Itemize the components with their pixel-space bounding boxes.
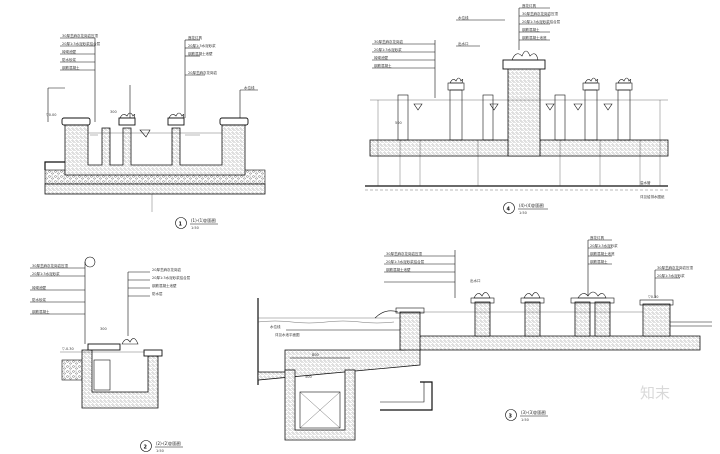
callout-1-1-5: 钢筋混凝土 (62, 65, 80, 70)
section-title-4: (4)-(4)剖面图 (519, 202, 544, 208)
right-callout-3-2: 20厚1:3水泥砂浆 (657, 273, 685, 278)
section-scale-2: 1:50 (156, 449, 164, 453)
callout-2-2-r4: 防水层 (152, 291, 163, 296)
note-3-3-5: 出水口 (470, 278, 481, 283)
section-number-1: 1 (179, 222, 183, 228)
section-title-3: (3)-(3)剖面图 (521, 409, 546, 415)
dim-2-2: 300 (100, 327, 107, 331)
section-scale-1: 1:50 (191, 226, 199, 230)
right-note-4-2: 详见给排水图纸 (640, 194, 665, 199)
callout-3-3-1: 30厚芝麻灰花岗岩压顶 (386, 251, 422, 256)
callout-2-2-3: 砖砌池壁 (32, 285, 46, 290)
top-callout-4-3: 20厚1:3水泥砂浆结合层 (522, 19, 561, 24)
top-callout-4-1: 莲花灯具 (522, 3, 536, 8)
section-number-3: 3 (509, 414, 513, 420)
callout-2-2-r1: 20厚芝麻灰花岗岩 (152, 267, 181, 272)
section-title-1: (1)-(1)剖面图 (191, 217, 216, 223)
sump-pit (284, 369, 356, 441)
right-callout-3-1: 30厚芝麻灰花岗岩压顶 (657, 265, 693, 270)
top-callout-4-4: 钢筋混凝土 (522, 27, 540, 32)
section-marker-2 (140, 440, 152, 452)
callout-4-4-4: 钢筋混凝土 (374, 63, 392, 68)
section-2-2: 30厚芝麻灰花岗岩压顶 20厚1:3水泥砂浆 砖砌池壁 防水砂浆 钢筋混凝土 2… (30, 256, 191, 453)
top-callout-4-2: 30厚芝麻灰花岗岩压顶 (522, 11, 558, 16)
section-3-3: 30厚芝麻灰花岗岩压顶 20厚1:3水泥砂浆结合层 钢筋混凝土池壁 莲花灯具 2… (257, 235, 712, 441)
central-column (507, 67, 541, 157)
callout-2-2-r2: 20厚1:3水泥砂浆结合层 (152, 275, 191, 280)
note-3-3-4: 500 (305, 375, 312, 379)
section-number-4: 4 (507, 207, 511, 213)
section-title-2: (2)-(2)剖面图 (156, 440, 181, 446)
note-3-3-1: 水位线 (270, 324, 281, 329)
section-number-2: 2 (144, 445, 148, 451)
top-callout-4-5: 钢筋混凝土池底 (522, 35, 547, 40)
callout-1-1-2: 20厚1:3水泥砂浆结合层 (62, 41, 101, 46)
section-scale-4: 1:50 (519, 211, 527, 215)
callout-1-1-r1: 莲花灯具 (188, 35, 202, 40)
section-1-1: 30厚芝麻灰花岗岩压顶 20厚1:3水泥砂浆结合层 砖砌池壁 防水砂浆 钢筋混凝… (44, 33, 266, 230)
callout-2-2-1: 30厚芝麻灰花岗岩压顶 (32, 263, 68, 268)
callout-2-2-5: 钢筋混凝土 (32, 309, 50, 314)
elevation-2-2: ▽-0.30 (62, 347, 74, 351)
section-marker-3 (505, 409, 517, 421)
callout-3-3-2: 20厚1:3水泥砂浆结合层 (386, 259, 425, 264)
section-scale-3: 1:50 (521, 418, 529, 422)
note-1-1-2: 20厚芝麻灰花岗岩 (188, 70, 217, 75)
watermark: 知末 (640, 384, 670, 402)
right-note-4-1: 溢水管 (640, 180, 651, 185)
pool-wall-1 (64, 123, 246, 176)
callout-2-2-2: 20厚1:3水泥砂浆 (32, 271, 60, 276)
callout-1-1-r3: 钢筋混凝土池壁 (188, 51, 213, 56)
callout-4-4-2: 20厚1:3水泥砂浆 (374, 47, 402, 52)
callout-4-4-3: 砖砌池壁 (374, 55, 388, 60)
callout-1-1-3: 砖砌池壁 (62, 49, 76, 54)
callout-2-2-4: 防水砂浆 (32, 297, 46, 302)
top-callout-3-3: 钢筋混凝土池底 (590, 251, 615, 256)
callout-1-1-4: 防水砂浆 (62, 57, 76, 62)
callout-3-3-3: 钢筋混凝土池壁 (386, 267, 411, 272)
elevation-1-1: ▽0.00 (46, 113, 57, 117)
section-4-4: 30厚芝麻灰花岗岩 20厚1:3水泥砂浆 砖砌池壁 钢筋混凝土 莲花灯具 30厚… (365, 3, 669, 215)
note-1-1-1: 水位线 (244, 85, 255, 90)
elevation-3-3: ▽0.30 (648, 295, 659, 299)
note-4-4-3: 500 (395, 121, 402, 125)
section-marker-4 (503, 202, 515, 214)
concrete-slab (44, 183, 266, 195)
note-4-4-2: 出水口 (458, 41, 469, 46)
dim-1-1: 300 (110, 110, 117, 114)
pool-wall-2 (81, 349, 159, 409)
note-4-4-1: 水位线 (458, 15, 469, 20)
note-3-3-3: 800 (312, 353, 319, 357)
top-callout-3-4: 钢筋混凝土 (590, 259, 608, 264)
callout-1-1-1: 30厚芝麻灰花岗岩压顶 (62, 33, 98, 38)
callout-2-2-r3: 钢筋混凝土池壁 (152, 283, 177, 288)
top-callout-3-1: 莲花灯具 (590, 235, 604, 240)
top-callout-3-2: 20厚1:3水泥砂浆 (590, 243, 618, 248)
callout-1-1-r2: 20厚1:3水泥砂浆 (188, 43, 216, 48)
callout-4-4-1: 30厚芝麻灰花岗岩 (374, 39, 403, 44)
section-marker-1 (175, 217, 187, 229)
pool-floor-3 (257, 335, 701, 381)
note-3-3-2: 详见水池平面图 (275, 332, 300, 337)
